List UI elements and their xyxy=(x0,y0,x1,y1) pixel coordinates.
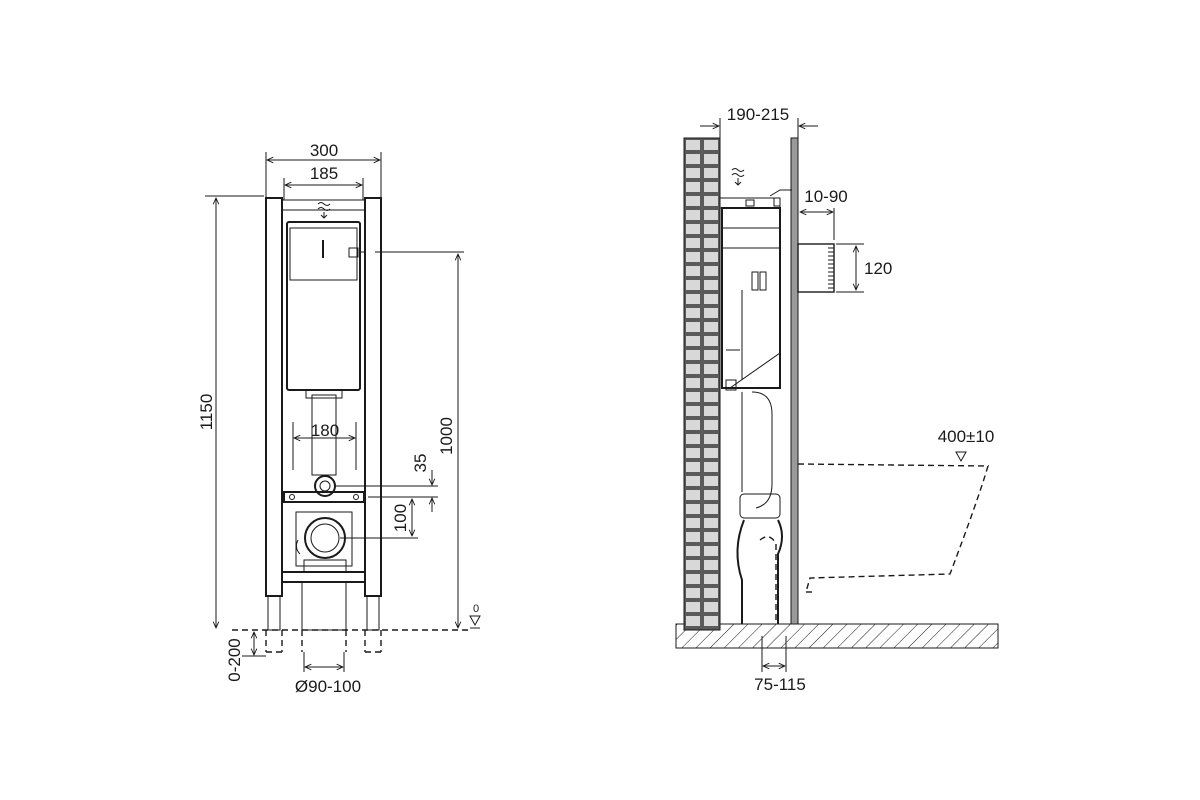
cladding-board xyxy=(790,137,799,625)
support-plate xyxy=(283,491,365,503)
dim-pipe-spacing: 180 xyxy=(311,421,339,440)
side-cistern xyxy=(721,207,781,389)
floor-slab xyxy=(675,623,999,649)
toilet-bowl-outline xyxy=(797,463,989,593)
frame-left-leg xyxy=(267,595,281,631)
dim-width-total: 300 xyxy=(310,141,338,160)
flush-water-icon xyxy=(317,202,331,219)
dim-leg-adjust: 0-200 xyxy=(225,638,244,681)
frame-right-leg xyxy=(366,595,380,631)
floor-level-marker-icon xyxy=(469,615,481,627)
front-view: 300 185 1150 1000 180 35 100 0-200 xyxy=(197,141,481,696)
frame-right-upright xyxy=(364,197,382,597)
bowl-height-marker-icon xyxy=(955,451,967,463)
flush-plate xyxy=(289,227,358,281)
dim-height-total: 1150 xyxy=(197,394,216,431)
dim-offset-35: 35 xyxy=(411,454,430,473)
dim-wall-gap: 10-90 xyxy=(804,187,847,206)
dim-drain-offset: 75-115 xyxy=(754,675,806,694)
dim-offset-100: 100 xyxy=(391,504,410,532)
dim-pipe-height: 120 xyxy=(864,259,892,278)
bottom-crossbar xyxy=(281,571,366,583)
floor-level-label: 0 xyxy=(473,603,479,615)
brick-wall xyxy=(683,137,721,631)
frame-left-upright xyxy=(265,197,283,597)
dim-height-flush: 1000 xyxy=(437,417,456,455)
dim-bowl-height: 400±10 xyxy=(938,427,995,446)
dim-width-inner: 185 xyxy=(310,164,338,183)
side-flush-water-icon xyxy=(731,168,745,186)
side-view: 190-215 10-90 120 400±10 75-115 xyxy=(675,105,999,694)
dim-install-depth: 190-215 xyxy=(727,105,789,124)
dim-drain-diameter: Ø90-100 xyxy=(295,677,361,696)
